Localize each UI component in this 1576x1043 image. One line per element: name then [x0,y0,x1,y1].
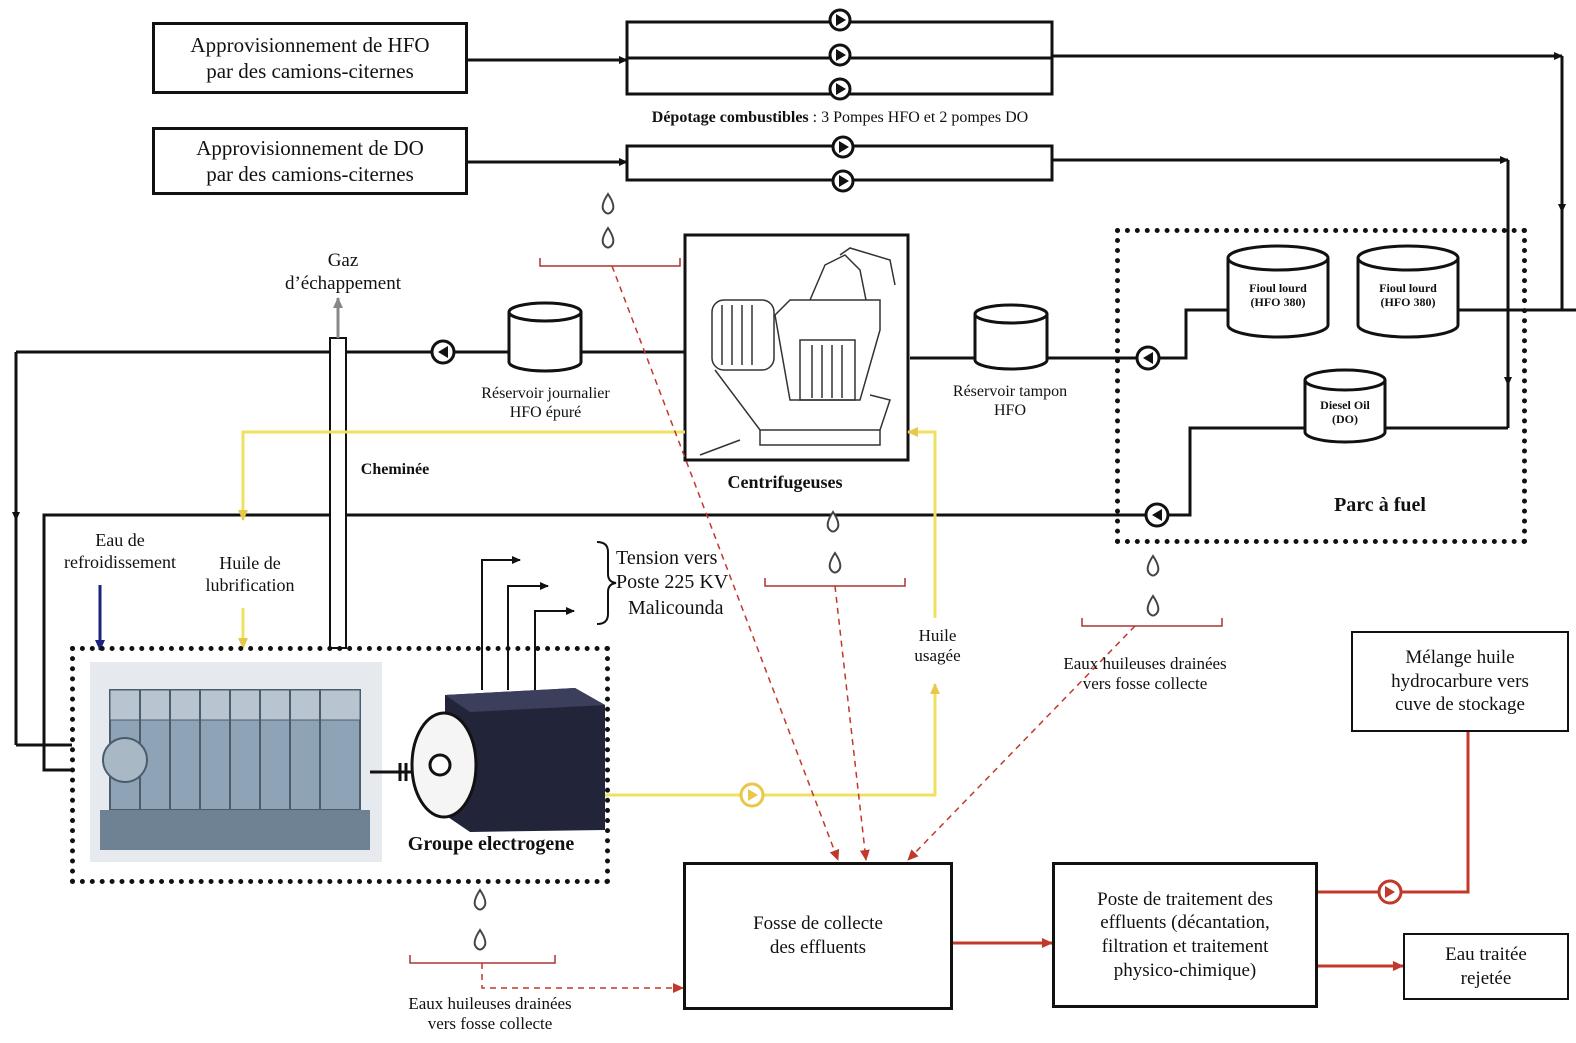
centrifuge-illustration [699,247,896,456]
hfo-supply-box: Approvisionnement de HFO par des camions… [152,22,468,94]
fuel-park-label: Parc à fuel [1334,494,1426,516]
centrifuge-label: Centrifugeuses [727,472,843,492]
depotage-caption-bold: Dépotage combustibles [651,109,809,126]
treatment-flow-lines [953,701,1473,971]
tank-fioul-lourd-1 [1226,244,1330,339]
fuel-park-frame [1115,228,1527,544]
oily-water-drain-lines [481,265,1136,993]
droplet-icon [473,888,487,911]
pump-icon [828,43,852,67]
droplet-icon [1146,554,1160,577]
tank-fioul-lourd-2 [1356,244,1460,339]
alternator-illustration [410,688,605,832]
pump-icon [828,8,852,32]
effluent-pump [1377,879,1403,905]
tank-fioul-1-label: Fioul lourd (HFO 380) [1249,281,1307,310]
do-delivery-lines [468,144,1512,430]
generator-group-label: Groupe electrogene [407,833,575,855]
tank-fioul-2-label: Fioul lourd (HFO 380) [1379,281,1437,310]
pump-icon [828,77,852,101]
droplet-icon [826,510,840,533]
tank-diesel-oil [1303,368,1387,444]
fuel-main-lines [12,308,1308,772]
coupling [370,763,414,781]
tank-reservoir-tampon [973,303,1049,371]
treated-water-discharge: Eau traitée rejetée [1403,933,1569,1000]
effluent-treatment-station: Poste de traitement des effluents (décan… [1052,862,1318,1008]
depotage-caption-rest: : 3 Pompes HFO et 2 pompes DO [808,109,1029,126]
tension-label: Tension vers Poste 225 KV [616,547,729,593]
droplet-icon [473,928,487,951]
tank-diesel-label: Diesel Oil (DO) [1320,398,1370,427]
engine-illustration [90,662,382,862]
lube-oil-label: Huile de lubrification [205,553,295,595]
pump-icon [831,169,855,193]
used-oil-label: Huile usagée [914,626,961,666]
chimney-label: Cheminée [360,461,430,478]
droplet-icon [601,226,615,249]
oil-mixture-storage: Mélange huile hydrocarbure vers cuve de … [1351,631,1569,732]
depotage-caption: Dépotage combustibles : 3 Pompes HFO et … [570,108,1110,127]
used-oil-pump [739,782,765,808]
tank-reservoir-journalier [507,301,583,373]
buffer-tank-label: Réservoir tampon HFO [952,383,1068,420]
pump-icon [831,135,855,159]
malicounda-label: Malicounda [628,597,724,619]
droplet-icon [1146,594,1160,617]
delivery-pumps [828,8,855,193]
drip-markers [473,192,1160,951]
fuel-line-pumps [430,339,1170,528]
oily-water-right-label: Eaux huileuses drainées vers fosse colle… [1063,654,1227,694]
droplet-icon [828,551,842,574]
lube-oil-lines [238,427,940,797]
do-supply-box: Approvisionnement de DO par des camions-… [152,127,468,195]
droplet-icon [601,192,615,215]
generator-group-frame [70,646,610,884]
pump-icon [1144,502,1170,528]
oily-water-bottom-label: Eaux huileuses drainées vers fosse colle… [408,994,572,1034]
daily-tank-label: Réservoir journalier HFO épuré [481,385,610,422]
pump-icon [430,339,456,365]
cooling-water-label: Eau de refroidissement [64,530,176,572]
pump-icon [1135,345,1161,371]
effluent-collection-pit: Fosse de collecte des effluents [683,862,953,1010]
exhaust-gas-label: Gaz d’échappement [284,250,402,294]
